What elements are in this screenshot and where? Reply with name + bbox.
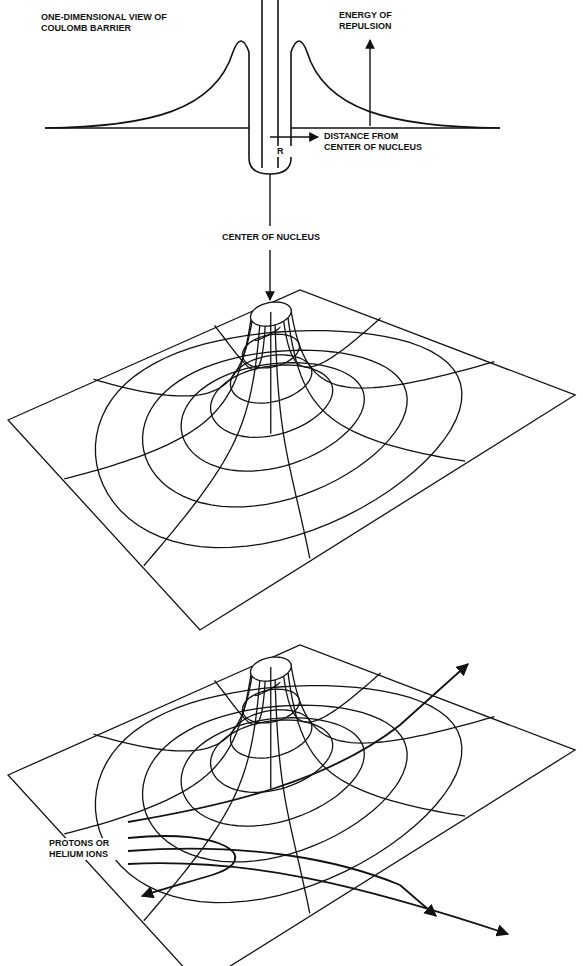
distance-arrow — [270, 136, 318, 137]
annotation-label: CENTER OF NUCLEUS — [215, 232, 327, 243]
grid-line — [64, 674, 251, 834]
surface-outline — [8, 645, 575, 966]
annotation-label: ONE-DIMENSIONAL VIEW OF COULOMB BARRIER — [40, 12, 172, 34]
contour-ring — [143, 350, 408, 507]
axis-line — [291, 127, 500, 129]
barrier-surface — [8, 645, 575, 966]
grid-line — [288, 673, 465, 816]
barrier-surface — [8, 290, 575, 630]
contour-ring — [95, 331, 461, 548]
grid-line — [291, 308, 495, 388]
axis-line — [45, 127, 249, 129]
contour-ring — [143, 705, 408, 862]
nucleus-well — [255, 327, 280, 341]
trajectory — [128, 863, 508, 934]
trajectory — [128, 849, 436, 916]
grid-line — [94, 310, 254, 396]
grid-line — [64, 319, 251, 479]
center-line — [261, 0, 263, 168]
barrier-graph — [45, 0, 500, 300]
dimension-label: R — [276, 146, 292, 157]
surface-outline — [8, 290, 575, 630]
grid-line — [94, 665, 254, 751]
trajectory — [128, 664, 468, 822]
particle-trajectories — [128, 664, 508, 934]
barrier-curve — [45, 41, 500, 174]
nucleus-well — [255, 682, 280, 696]
grid-line — [282, 303, 381, 368]
center-arrow — [269, 250, 270, 300]
center-line — [277, 0, 279, 168]
center-line — [270, 312, 271, 434]
center-line — [270, 667, 271, 789]
grid-line — [288, 318, 465, 461]
annotation-label: DISTANCE FROM CENTER OF NUCLEUS — [323, 131, 435, 153]
energy-arrow — [369, 40, 370, 126]
contour-ring — [181, 718, 364, 826]
annotation-label: PROTONS OR HELIUM IONS — [48, 838, 124, 860]
grid-line — [275, 325, 310, 559]
grid-line — [282, 658, 381, 723]
contour-ring — [181, 363, 364, 471]
center-line — [269, 174, 270, 226]
annotation-label: ENERGY OF REPULSION — [338, 10, 410, 32]
